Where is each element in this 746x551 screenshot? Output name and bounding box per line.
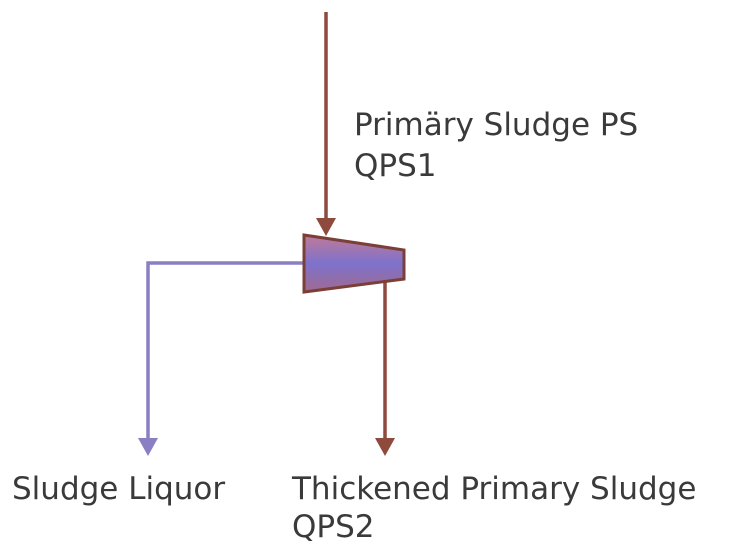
thickener-unit [302, 233, 406, 294]
primary-sludge-label: Primäry Sludge PS [354, 107, 639, 143]
sludge-liquor-label: Sludge Liquor [12, 471, 226, 507]
thickened-sludge-arrowhead [375, 438, 395, 456]
primary-sludge-inflow [316, 12, 336, 236]
thickened-sludge-id-label: QPS2 [292, 509, 375, 545]
thickened-sludge-stream [375, 282, 395, 456]
thickened-sludge-label: Thickened Primary Sludge [292, 471, 697, 507]
primary-sludge-id-label: QPS1 [354, 148, 437, 184]
sludge-liquor-arrowhead [138, 438, 158, 456]
primary-sludge-arrowhead [316, 218, 336, 236]
sludge-liquor-stream [138, 261, 306, 456]
sludge-liquor-line [146, 261, 306, 442]
